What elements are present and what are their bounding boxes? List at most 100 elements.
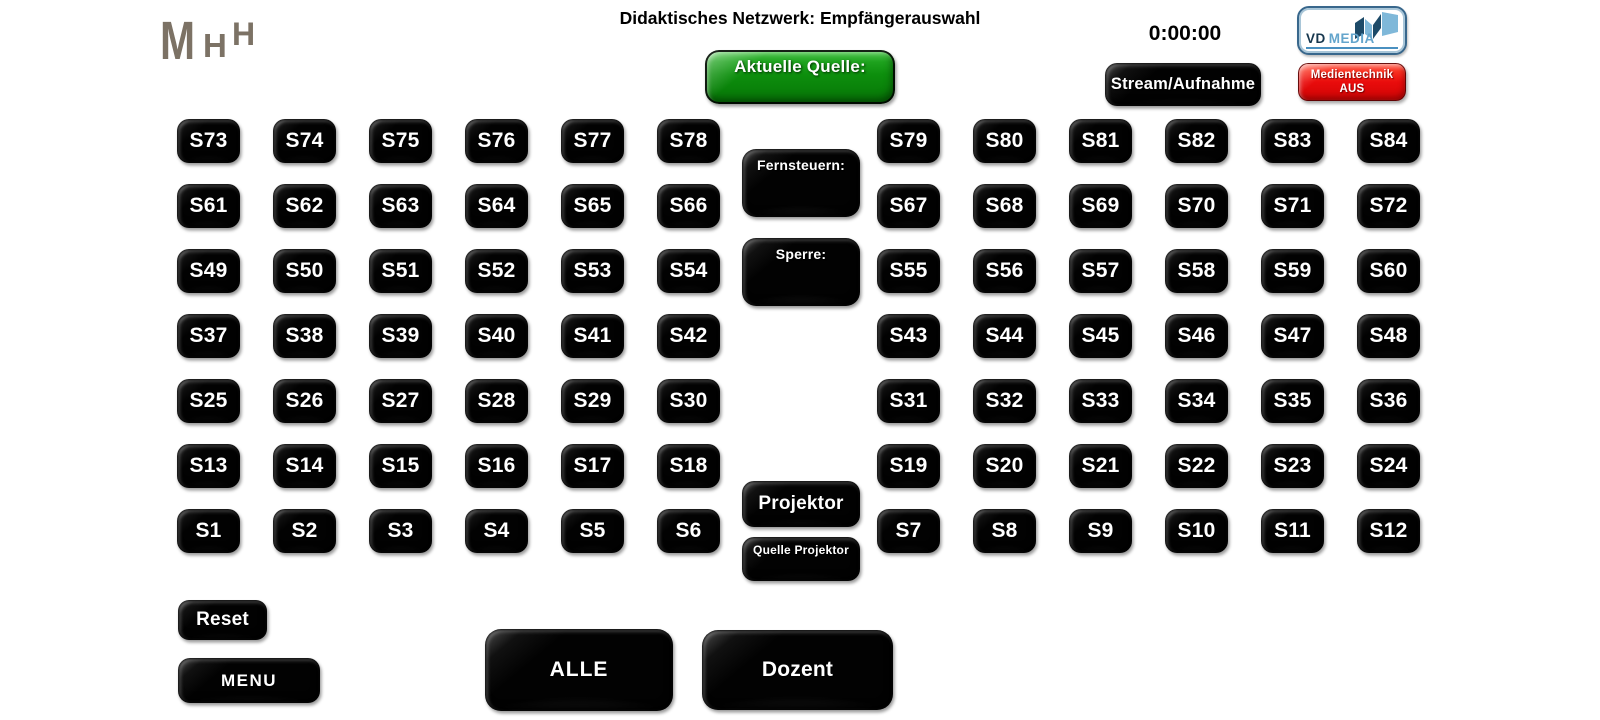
receiver-button[interactable]: S8 (973, 509, 1036, 553)
receiver-button[interactable]: S19 (877, 444, 940, 488)
receiver-button[interactable]: S27 (369, 379, 432, 423)
receiver-button[interactable]: S17 (561, 444, 624, 488)
reset-label: Reset (196, 609, 249, 630)
receiver-button[interactable]: S82 (1165, 119, 1228, 163)
receiver-button[interactable]: S7 (877, 509, 940, 553)
receiver-button[interactable]: S78 (657, 119, 720, 163)
sperre-button[interactable]: Sperre: (742, 238, 860, 306)
receiver-button[interactable]: S62 (273, 184, 336, 228)
receiver-button[interactable]: S29 (561, 379, 624, 423)
receiver-button[interactable]: S4 (465, 509, 528, 553)
receiver-button[interactable]: S77 (561, 119, 624, 163)
receiver-button[interactable]: S75 (369, 119, 432, 163)
receiver-button[interactable]: S65 (561, 184, 624, 228)
receiver-button[interactable]: S80 (973, 119, 1036, 163)
receiver-button[interactable]: S15 (369, 444, 432, 488)
receiver-button[interactable]: S54 (657, 249, 720, 293)
receiver-button[interactable]: S34 (1165, 379, 1228, 423)
receiver-button[interactable]: S43 (877, 314, 940, 358)
receiver-button[interactable]: S47 (1261, 314, 1324, 358)
receiver-button[interactable]: S9 (1069, 509, 1132, 553)
receiver-button[interactable]: S63 (369, 184, 432, 228)
receiver-button[interactable]: S66 (657, 184, 720, 228)
dozent-button[interactable]: Dozent (702, 630, 893, 710)
receiver-button[interactable]: S55 (877, 249, 940, 293)
aktuelle-quelle-label: Aktuelle Quelle: (734, 57, 866, 76)
alle-button[interactable]: ALLE (485, 629, 673, 711)
aktuelle-quelle-button[interactable]: Aktuelle Quelle: (705, 50, 895, 104)
receiver-button[interactable]: S3 (369, 509, 432, 553)
receiver-button[interactable]: S6 (657, 509, 720, 553)
receiver-button[interactable]: S5 (561, 509, 624, 553)
receiver-button[interactable]: S38 (273, 314, 336, 358)
receiver-button[interactable]: S81 (1069, 119, 1132, 163)
quelle-projektor-button[interactable]: Quelle Projektor (742, 537, 860, 581)
receiver-button[interactable]: S53 (561, 249, 624, 293)
receiver-button[interactable]: S70 (1165, 184, 1228, 228)
receiver-button[interactable]: S2 (273, 509, 336, 553)
menu-button[interactable]: MENU (178, 658, 320, 703)
receiver-button[interactable]: S16 (465, 444, 528, 488)
projektor-button[interactable]: Projektor (742, 481, 860, 527)
fernsteuern-button[interactable]: Fernsteuern: (742, 149, 860, 217)
receiver-button[interactable]: S20 (973, 444, 1036, 488)
receiver-button[interactable]: S13 (177, 444, 240, 488)
receiver-button[interactable]: S1 (177, 509, 240, 553)
receiver-button[interactable]: S57 (1069, 249, 1132, 293)
receiver-button[interactable]: S58 (1165, 249, 1228, 293)
receiver-button[interactable]: S61 (177, 184, 240, 228)
receiver-button[interactable]: S35 (1261, 379, 1324, 423)
receiver-button[interactable]: S64 (465, 184, 528, 228)
receiver-button[interactable]: S30 (657, 379, 720, 423)
receiver-button[interactable]: S68 (973, 184, 1036, 228)
receiver-button[interactable]: S49 (177, 249, 240, 293)
receiver-button[interactable]: S28 (465, 379, 528, 423)
receiver-button[interactable]: S22 (1165, 444, 1228, 488)
stream-aufnahme-button[interactable]: Stream/Aufnahme (1105, 63, 1261, 106)
reset-button[interactable]: Reset (178, 600, 267, 640)
receiver-button[interactable]: S48 (1357, 314, 1420, 358)
receiver-button[interactable]: S32 (973, 379, 1036, 423)
receiver-button[interactable]: S33 (1069, 379, 1132, 423)
receiver-button[interactable]: S74 (273, 119, 336, 163)
receiver-button[interactable]: S69 (1069, 184, 1132, 228)
receiver-button[interactable]: S25 (177, 379, 240, 423)
receiver-button[interactable]: S71 (1261, 184, 1324, 228)
receiver-button[interactable]: S45 (1069, 314, 1132, 358)
receiver-button[interactable]: S36 (1357, 379, 1420, 423)
receiver-button[interactable]: S12 (1357, 509, 1420, 553)
receiver-button[interactable]: S14 (273, 444, 336, 488)
receiver-button[interactable]: S31 (877, 379, 940, 423)
vdmedia-vd-text: VD (1306, 31, 1326, 46)
receiver-button[interactable]: S52 (465, 249, 528, 293)
receiver-button[interactable]: S51 (369, 249, 432, 293)
receiver-button[interactable]: S79 (877, 119, 940, 163)
receiver-button[interactable]: S18 (657, 444, 720, 488)
receiver-button[interactable]: S50 (273, 249, 336, 293)
receiver-button[interactable]: S40 (465, 314, 528, 358)
receiver-button[interactable]: S56 (973, 249, 1036, 293)
receiver-button[interactable]: S46 (1165, 314, 1228, 358)
receiver-button[interactable]: S21 (1069, 444, 1132, 488)
receiver-button[interactable]: S60 (1357, 249, 1420, 293)
receiver-button[interactable]: S39 (369, 314, 432, 358)
receiver-button[interactable]: S44 (973, 314, 1036, 358)
receiver-button[interactable]: S72 (1357, 184, 1420, 228)
receiver-button[interactable]: S42 (657, 314, 720, 358)
receiver-button[interactable]: S67 (877, 184, 940, 228)
receiver-button[interactable]: S23 (1261, 444, 1324, 488)
medientechnik-aus-button[interactable]: Medientechnik AUS (1298, 63, 1406, 101)
receiver-button[interactable]: S83 (1261, 119, 1324, 163)
receiver-button[interactable]: S76 (465, 119, 528, 163)
receiver-button[interactable]: S26 (273, 379, 336, 423)
receiver-button[interactable]: S24 (1357, 444, 1420, 488)
receiver-button[interactable]: S41 (561, 314, 624, 358)
receiver-button[interactable]: S84 (1357, 119, 1420, 163)
receiver-button[interactable]: S37 (177, 314, 240, 358)
receiver-button[interactable]: S11 (1261, 509, 1324, 553)
receiver-button[interactable]: S59 (1261, 249, 1324, 293)
receiver-button[interactable]: S10 (1165, 509, 1228, 553)
receiver-button[interactable]: S73 (177, 119, 240, 163)
